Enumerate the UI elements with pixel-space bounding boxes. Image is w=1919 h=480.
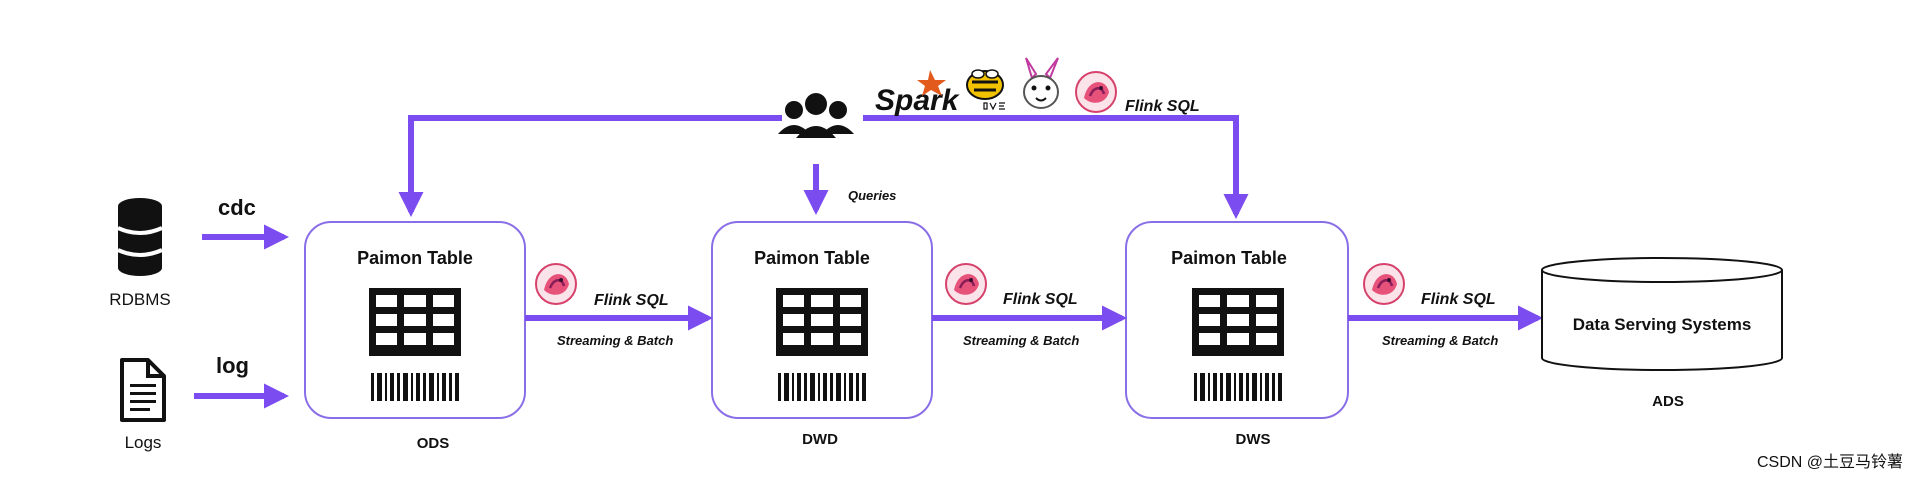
data-serving-systems: Data Serving Systems <box>1541 257 1783 371</box>
flow-dwd-to-dws: Flink SQL Streaming & Batch <box>932 262 1128 348</box>
flow-mode-label: Streaming & Batch <box>557 333 673 348</box>
paimon-table-dwd: Paimon Table <box>711 221 933 419</box>
flow-engine-label: Flink SQL <box>594 292 669 309</box>
layer-label-dwd: DWD <box>802 431 838 448</box>
flow-mode-label: Streaming & Batch <box>963 333 1079 348</box>
flow-mode-label: Streaming & Batch <box>1382 333 1498 348</box>
flink-logo <box>1362 262 1406 306</box>
flink-logo <box>944 262 988 306</box>
document-icon <box>120 358 166 422</box>
flow-dws-to-ads: Flink SQL Streaming & Batch <box>1348 262 1544 348</box>
table-grid-icon <box>1192 288 1284 356</box>
paimon-table-ods: Paimon Table <box>304 221 526 419</box>
flink-logo <box>534 262 578 306</box>
table-title: Paimon Table <box>357 248 473 268</box>
flow-engine-label: Flink SQL <box>1421 291 1496 308</box>
logs-caption: Logs <box>125 433 162 452</box>
queries-label: Queries <box>848 188 896 203</box>
users-icon <box>778 93 854 138</box>
spark-logo: Spark <box>875 70 960 117</box>
cdc-label: cdc <box>218 195 256 220</box>
watermark: CSDN @土豆马铃薯 <box>1757 453 1903 471</box>
table-grid-icon <box>369 288 461 356</box>
flink-logo-top <box>1074 70 1118 114</box>
hudi-rabbit-logo <box>1023 57 1059 109</box>
table-title: Paimon Table <box>1171 248 1287 268</box>
paimon-table-dws: Paimon Table <box>1125 221 1349 419</box>
flow-engine-label: Flink SQL <box>1003 291 1078 308</box>
table-title: Paimon Table <box>754 248 870 268</box>
database-icon <box>117 198 163 276</box>
hive-logo <box>966 69 1006 111</box>
rdbms-caption: RDBMS <box>109 290 170 309</box>
log-label: log <box>216 353 249 378</box>
table-grid-icon <box>776 288 868 356</box>
query-arrow-ods <box>398 115 782 218</box>
layer-label-ods: ODS <box>417 435 450 452</box>
layer-label-ads: ADS <box>1652 393 1684 410</box>
layer-label-dws: DWS <box>1236 431 1271 448</box>
flow-ods-to-dwd: Flink SQL Streaming & Batch <box>525 262 714 348</box>
flink-sql-top-label: Flink SQL <box>1125 98 1200 115</box>
svg-text:Spark: Spark <box>875 84 960 117</box>
query-arrow-dws <box>863 115 1249 220</box>
serving-title: Data Serving Systems <box>1573 315 1752 334</box>
